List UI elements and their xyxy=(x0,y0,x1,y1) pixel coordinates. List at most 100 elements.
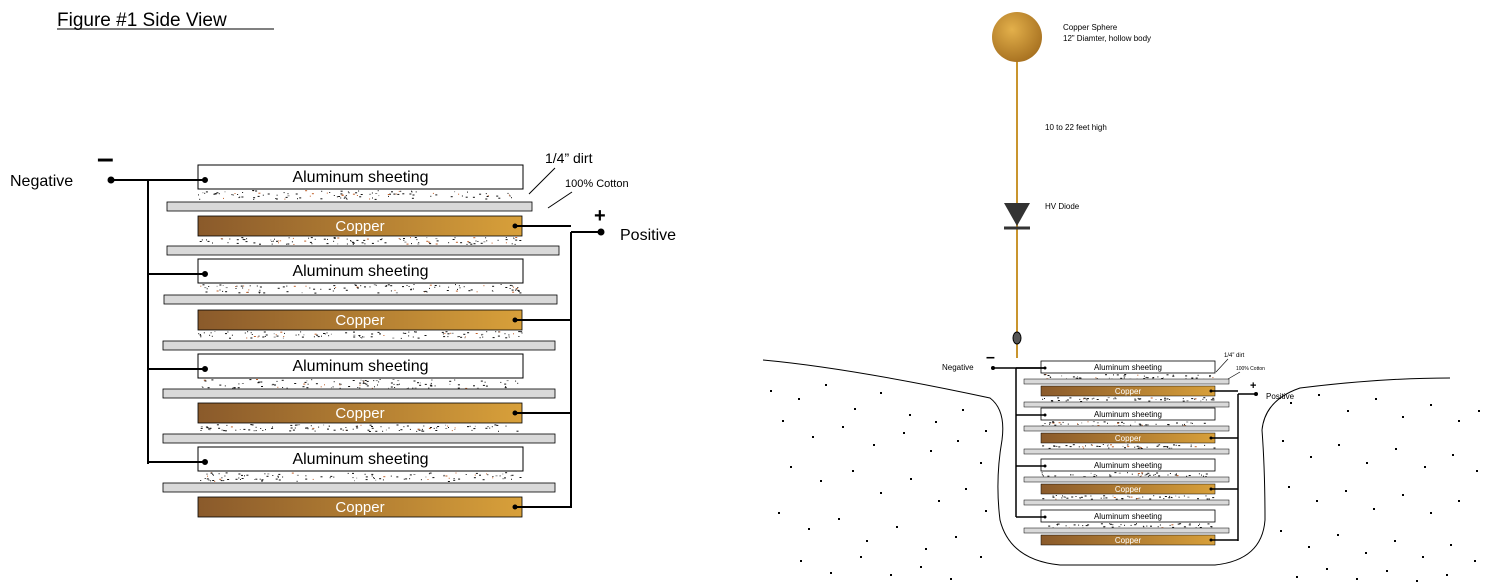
dirt-particle xyxy=(239,429,241,430)
dirt-particle xyxy=(1047,475,1050,477)
dirt-particle xyxy=(390,285,393,287)
dirt-particle xyxy=(1056,445,1058,447)
dirt-particle xyxy=(260,381,263,383)
dirt-particle xyxy=(497,335,500,337)
dirt-particle xyxy=(1042,475,1044,477)
dirt-particle xyxy=(1054,424,1057,426)
dirt-particle xyxy=(309,195,311,197)
dirt-particle xyxy=(1064,496,1066,498)
dirt-particle xyxy=(1158,475,1161,477)
dirt-particle xyxy=(1166,446,1169,448)
right-negative-sign: – xyxy=(986,349,995,366)
dirt-particle xyxy=(358,335,361,336)
dirt-particle xyxy=(517,289,520,291)
dirt-particle xyxy=(272,426,273,428)
dirt-particle xyxy=(352,477,354,479)
dirt-particle xyxy=(381,238,383,240)
dirt-particle xyxy=(1123,422,1125,424)
aluminum-plate xyxy=(197,164,524,190)
dirt-particle xyxy=(1078,446,1080,448)
aluminum-terminal xyxy=(1043,515,1047,519)
cotton-layer xyxy=(162,340,556,351)
installed-view-diagram: Copper Sphere 12” Diamter, hollow body 1… xyxy=(762,12,1480,582)
dirt-particle xyxy=(458,285,460,287)
dirt-particle xyxy=(1182,424,1184,426)
dirt-particle xyxy=(208,286,210,287)
dirt-particle xyxy=(505,337,508,339)
dirt-particle xyxy=(345,332,348,334)
dirt-particle xyxy=(414,237,417,238)
dirt-particle xyxy=(1145,424,1148,426)
dirt-particle xyxy=(1114,397,1116,399)
dirt-particle xyxy=(274,384,276,386)
dirt-particle xyxy=(204,380,207,382)
dirt-particle xyxy=(377,384,378,386)
dirt-particle xyxy=(367,429,370,431)
dirt-particle xyxy=(511,197,512,199)
dirt-particle xyxy=(226,424,228,426)
dirt-particle xyxy=(1190,444,1192,446)
dirt-particle xyxy=(253,336,256,337)
aluminum-plate xyxy=(1040,360,1216,374)
cotton-callout-line xyxy=(547,191,573,209)
right-cotton-callout-line xyxy=(1227,371,1241,380)
dirt-particle xyxy=(1146,525,1148,527)
dirt-particle xyxy=(1072,376,1075,378)
dirt-particle xyxy=(1095,377,1097,379)
dirt-particle xyxy=(491,426,493,428)
dirt-particle xyxy=(454,191,456,193)
dirt-particle xyxy=(260,428,262,429)
dirt-particle xyxy=(235,429,237,431)
dirt-particle xyxy=(255,430,257,432)
dirt-particle xyxy=(1191,422,1193,424)
dirt-particle xyxy=(383,335,385,336)
dirt-particle xyxy=(1096,399,1099,400)
dirt-particle xyxy=(1183,425,1186,427)
dirt-particle xyxy=(352,243,354,245)
dirt-particle xyxy=(1065,445,1068,447)
soil-dot xyxy=(1478,410,1480,412)
dirt-particle xyxy=(219,384,222,386)
dirt-particle xyxy=(201,386,203,388)
dirt-particle xyxy=(399,238,401,240)
dirt-particle xyxy=(211,379,214,381)
dirt-particle xyxy=(225,291,228,293)
dirt-particle xyxy=(1149,498,1152,500)
aluminum-plate xyxy=(197,446,524,472)
dirt-particle xyxy=(326,243,329,245)
dirt-particle xyxy=(1105,374,1107,376)
dirt-particle xyxy=(379,333,381,335)
dirt-particle xyxy=(1067,423,1069,425)
dirt-particle xyxy=(345,197,347,199)
dirt-particle xyxy=(1100,497,1102,499)
dirt-particle xyxy=(428,387,430,389)
dirt-particle xyxy=(375,193,378,194)
dirt-particle xyxy=(212,473,214,475)
dirt-particle xyxy=(261,480,263,482)
dirt-particle xyxy=(1070,474,1072,476)
dirt-particle xyxy=(388,387,389,389)
dirt-particle xyxy=(498,197,501,199)
dirt-particle xyxy=(1136,498,1139,500)
dirt-particle xyxy=(324,333,326,335)
dirt-particle xyxy=(236,242,239,244)
dirt-particle xyxy=(386,285,387,287)
dirt-particle xyxy=(216,290,219,292)
aluminum-terminal xyxy=(1043,464,1047,468)
dirt-particle xyxy=(1188,475,1191,476)
dirt-particle xyxy=(1159,524,1161,526)
aluminum-plate-label: Aluminum sheeting xyxy=(1094,512,1162,521)
dirt-particle xyxy=(1124,524,1125,526)
dirt-particle xyxy=(258,192,261,194)
dirt-particle xyxy=(498,331,500,333)
dirt-particle xyxy=(515,380,517,382)
soil-dot xyxy=(1282,440,1284,442)
dirt-particle xyxy=(1096,378,1098,380)
dirt-particle xyxy=(212,474,214,476)
dirt-particle xyxy=(223,480,225,482)
dirt-particle xyxy=(508,335,510,337)
dirt-particle xyxy=(234,193,236,194)
dirt-particle xyxy=(296,480,298,482)
dirt-particle xyxy=(1143,378,1146,380)
dirt-particle xyxy=(1166,446,1168,448)
